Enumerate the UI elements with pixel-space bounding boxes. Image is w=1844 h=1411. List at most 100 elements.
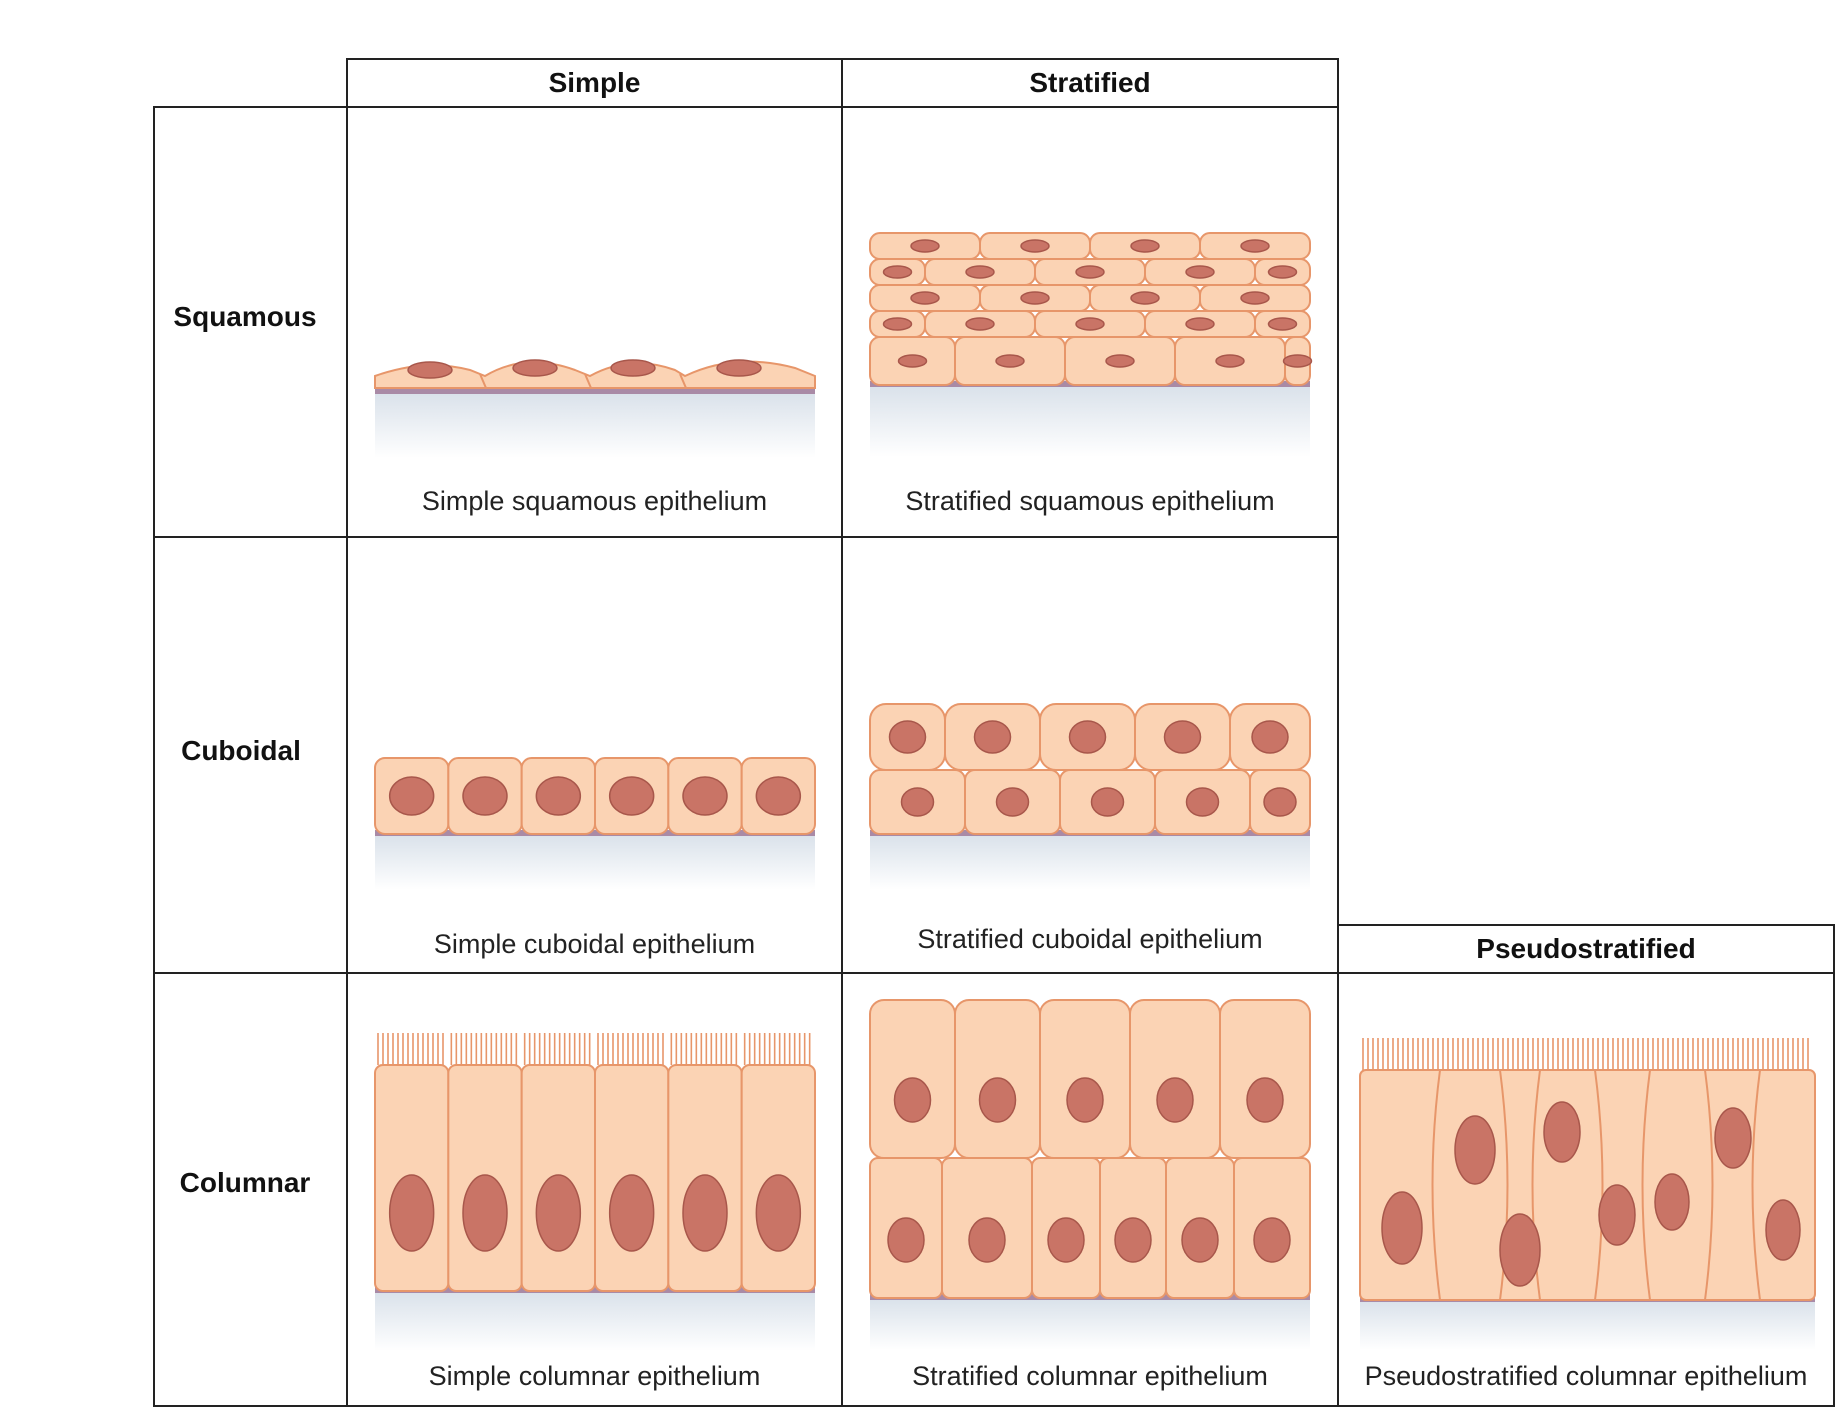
row-label-cell-squamous xyxy=(153,106,348,538)
cell-nucleus xyxy=(1047,1217,1085,1263)
cell-nucleus xyxy=(755,776,802,816)
cell-nucleus xyxy=(1075,265,1105,279)
cell-nucleus xyxy=(1215,354,1245,368)
cell-nucleus xyxy=(1251,720,1289,754)
row-label-cuboidal: Cuboidal xyxy=(181,735,301,766)
cell-nucleus xyxy=(682,1174,728,1252)
cell-nucleus xyxy=(535,776,582,816)
caption-pseudostratified-columnar: Pseudostratified columnar epithelium xyxy=(1364,1361,1808,1391)
connective-tissue xyxy=(375,834,815,890)
basement-membrane xyxy=(375,388,815,394)
header-pseudostratified: Pseudostratified xyxy=(1337,924,1835,974)
cell-nucleus xyxy=(1105,354,1135,368)
epithelial-cell-layer xyxy=(1359,1069,1816,1301)
stratified-squamous-illustration xyxy=(869,232,1313,457)
row-label-cell-columnar xyxy=(153,972,348,1407)
cell-nucleus xyxy=(1163,720,1202,754)
cell-simple-cuboidal xyxy=(346,536,843,974)
cell-border xyxy=(1751,1069,1761,1301)
connective-tissue xyxy=(870,1298,1310,1350)
caption-simple-columnar: Simple columnar epithelium xyxy=(428,1361,761,1391)
cilia xyxy=(377,1033,444,1065)
connective-tissue xyxy=(375,1291,815,1351)
cell-nucleus xyxy=(995,354,1025,368)
cell-nucleus xyxy=(1543,1101,1581,1163)
cell-nucleus xyxy=(1765,1199,1801,1261)
connective-tissue xyxy=(870,385,1310,457)
cell-nucleus xyxy=(1068,720,1107,754)
header-stratified: Stratified xyxy=(841,58,1339,108)
cell-nucleus xyxy=(1246,1077,1284,1123)
cell-nucleus xyxy=(893,1077,932,1123)
cilia xyxy=(670,1033,738,1065)
header-simple: Simple xyxy=(346,58,843,108)
cell-nucleus xyxy=(610,359,656,377)
cell-nucleus xyxy=(1240,239,1270,253)
cell-nucleus xyxy=(1714,1107,1752,1169)
cell-nucleus xyxy=(1263,787,1297,817)
cell-nucleus xyxy=(910,291,940,305)
stratified-columnar-illustration xyxy=(869,999,1311,1350)
cell-nucleus xyxy=(755,1174,802,1252)
cell-nucleus xyxy=(1253,1217,1291,1263)
cell-nucleus xyxy=(882,317,913,331)
cell-nucleus xyxy=(965,265,995,279)
cell-border xyxy=(679,373,687,389)
simple-cuboidal-illustration xyxy=(374,757,816,890)
stratified-cuboidal-illustration xyxy=(869,703,1311,890)
cell-nucleus xyxy=(1381,1191,1423,1265)
cell-nucleus xyxy=(1598,1184,1636,1246)
basement-membrane xyxy=(375,1287,815,1293)
cell-nucleus xyxy=(1185,317,1215,331)
cell-nucleus xyxy=(1267,317,1298,331)
cell-nucleus xyxy=(1020,239,1050,253)
cell-nucleus xyxy=(512,359,558,377)
connective-tissue xyxy=(375,392,815,458)
pseudostratified-columnar-illustration xyxy=(1359,1038,1816,1350)
cell-nucleus xyxy=(1075,317,1105,331)
cell-nucleus xyxy=(462,776,508,816)
row-label-squamous: Squamous xyxy=(173,301,317,332)
cilia xyxy=(450,1033,518,1065)
cilia xyxy=(597,1033,664,1065)
cell-nucleus xyxy=(1240,291,1270,305)
cell-nucleus xyxy=(1181,1217,1219,1263)
cell-nucleus xyxy=(965,317,995,331)
cell-border xyxy=(1594,1069,1604,1301)
cell-border xyxy=(1641,1069,1651,1301)
cell-nucleus xyxy=(1090,787,1125,817)
cell-border xyxy=(1704,1069,1714,1301)
cell-border xyxy=(479,373,487,389)
cell-nucleus xyxy=(608,1174,655,1252)
cell-nucleus xyxy=(973,720,1012,754)
cell-nucleus xyxy=(995,787,1030,817)
cell-nucleus xyxy=(887,1217,925,1263)
cell-nucleus xyxy=(1130,239,1160,253)
caption-simple-cuboidal: Simple cuboidal epithelium xyxy=(433,929,756,959)
connective-tissue xyxy=(870,834,1310,890)
cell-nucleus xyxy=(1282,354,1313,368)
cell-nucleus xyxy=(1454,1115,1496,1185)
cell-nucleus xyxy=(716,359,762,377)
cell-nucleus xyxy=(535,1174,582,1252)
cell-nucleus xyxy=(388,776,435,816)
row-label-columnar: Columnar xyxy=(179,1167,311,1198)
cell-nucleus xyxy=(900,787,935,817)
cell-nucleus xyxy=(1499,1213,1541,1287)
cell-nucleus xyxy=(1185,787,1220,817)
cell-nucleus xyxy=(1130,291,1160,305)
caption-stratified-squamous: Stratified squamous epithelium xyxy=(905,486,1275,516)
cilia xyxy=(1362,1038,1809,1070)
cell-nucleus xyxy=(888,720,927,754)
cell-nucleus xyxy=(897,354,928,368)
cilia xyxy=(743,1033,811,1065)
cell-nucleus xyxy=(1185,265,1215,279)
connective-tissue xyxy=(1360,1300,1815,1350)
cell-nucleus xyxy=(882,265,913,279)
cilia xyxy=(523,1033,591,1065)
cell-nucleus xyxy=(388,1174,435,1252)
cell-nucleus xyxy=(968,1217,1006,1263)
cell-nucleus xyxy=(1654,1173,1690,1231)
cell-nucleus xyxy=(978,1077,1017,1123)
